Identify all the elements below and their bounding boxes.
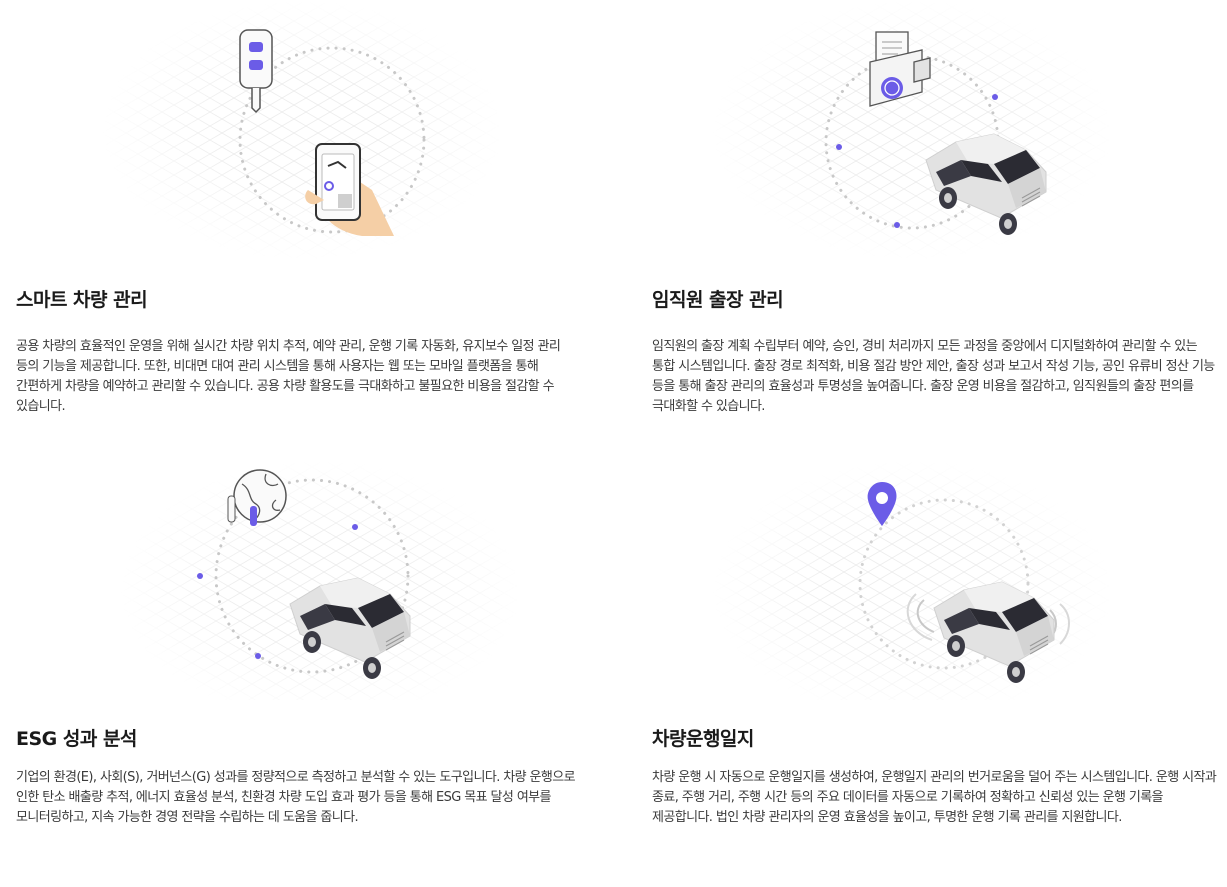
- service-title: 임직원 출장 관리: [652, 289, 784, 311]
- wallet-car-icon: [712, 0, 1132, 260]
- service-description: 차량 운행 시 자동으로 운행일지를 생성하여, 운행일지 관리의 번거로움을 …: [652, 770, 1217, 825]
- service-title: ESG 성과 분석: [16, 728, 137, 750]
- service-description: 공용 차량의 효율적인 운영을 위해 실시간 차량 위치 추적, 예약 관리, …: [16, 339, 561, 414]
- service-title: 차량운행일지: [652, 728, 754, 750]
- smartphone-key-icon: [102, 0, 502, 260]
- globe-car-icon: [120, 460, 540, 700]
- service-title: 스마트 차량 관리: [16, 289, 148, 311]
- service-description: 기업의 환경(E), 사회(S), 거버넌스(G) 성과를 정량적으로 측정하고…: [16, 770, 576, 825]
- location-pin-car-icon: [712, 460, 1132, 700]
- service-description: 임직원의 출장 계획 수립부터 예약, 승인, 경비 처리까지 모든 과정을 중…: [652, 339, 1215, 414]
